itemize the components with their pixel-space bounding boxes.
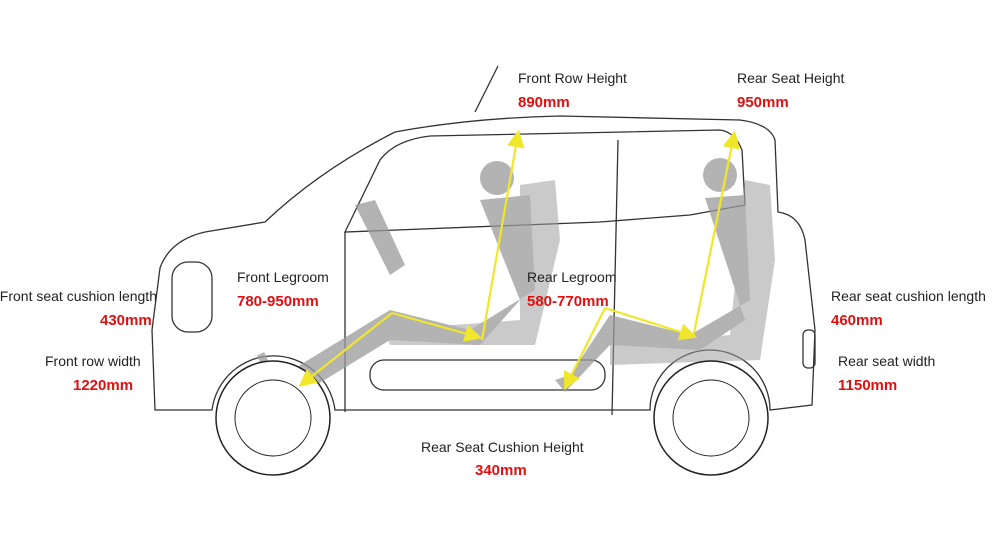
- front-row-height-value: 890mm: [518, 94, 570, 111]
- rear-seat-cushion-length-value: 460mm: [831, 312, 883, 329]
- front-row-height-label: Front Row Height: [518, 70, 627, 86]
- rear-seat-cushion-length-label: Rear seat cushion length: [831, 288, 986, 304]
- front-row-width-label: Front row width: [45, 353, 141, 369]
- wheels: [215, 360, 769, 476]
- rear-seat-cushion-height-label: Rear Seat Cushion Height: [421, 439, 584, 455]
- rear-seat-width-label: Rear seat width: [838, 353, 936, 369]
- front-legroom-value: 780-950mm: [237, 293, 319, 310]
- rear-seat-cushion-height-value: 340mm: [475, 462, 527, 479]
- front-seat-cushion-length-value: 430mm: [100, 312, 152, 329]
- front-legroom-label: Front Legroom: [237, 269, 329, 285]
- rear-legroom-value: 580-770mm: [527, 293, 609, 310]
- rear-legroom-label: Rear Legroom: [527, 269, 617, 285]
- front-seat-cushion-length-label: Front seat cushion length: [0, 288, 157, 304]
- rear-seat-height-label: Rear Seat Height: [737, 70, 845, 86]
- rear-seat-width-value: 1150mm: [838, 377, 898, 394]
- dimension-arrows: [298, 129, 741, 390]
- front-row-width-value: 1220mm: [73, 377, 134, 394]
- rear-seat-height-value: 950mm: [737, 94, 789, 111]
